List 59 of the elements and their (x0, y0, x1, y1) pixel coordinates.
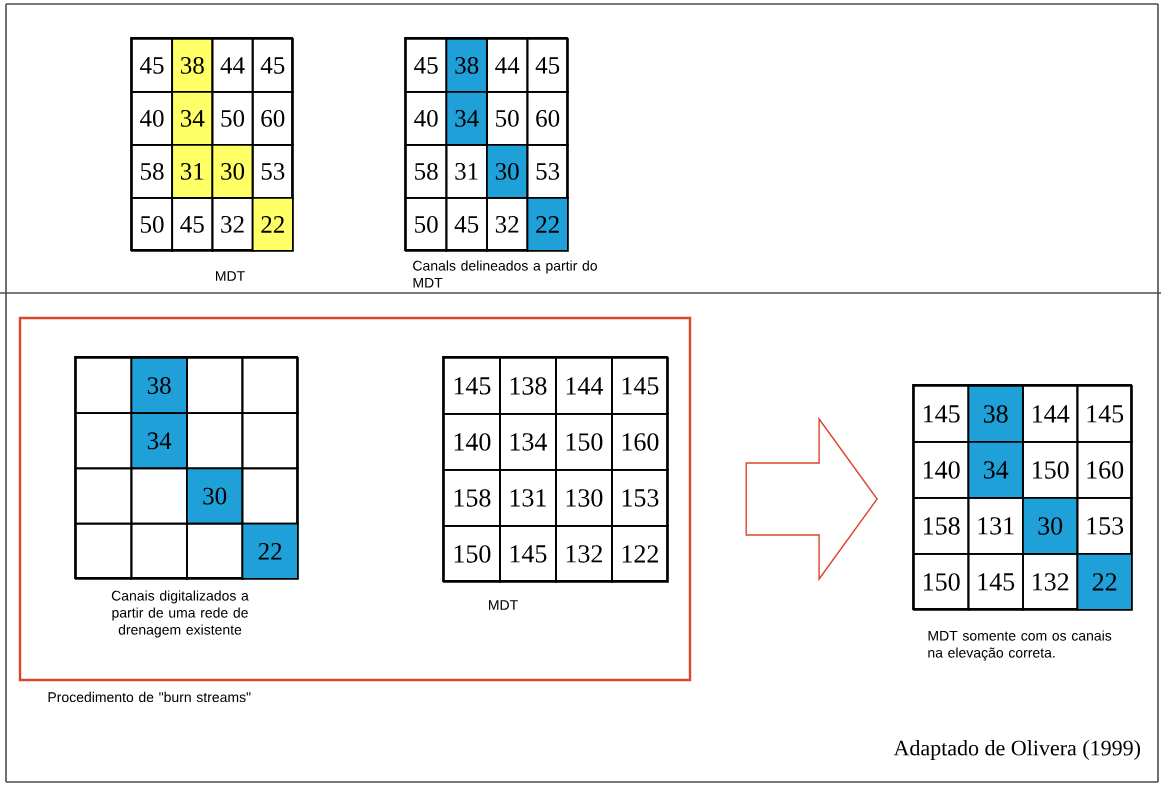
grid-cell: 22 (1076, 553, 1133, 611)
grid-cell: 22 (526, 197, 569, 252)
node-label: Procedimento de "burn streams" (48, 691, 251, 703)
grid-cell: 38 (171, 38, 214, 93)
grid-cell: 158 (913, 497, 970, 555)
grid-cell: 45 (526, 38, 569, 93)
grid-cell: 34 (967, 441, 1024, 499)
grid-cell: 145 (443, 357, 501, 415)
grid-cell: 45 (171, 197, 214, 252)
grid-cell: 34 (130, 412, 188, 470)
grid-cell: 150 (913, 553, 970, 611)
grid-cell: 122 (611, 525, 669, 583)
grid-cell: 30 (1022, 497, 1079, 555)
grid-cell: 134 (499, 413, 557, 471)
grid-cell: 45 (251, 38, 294, 93)
grid-cell: 38 (130, 357, 188, 415)
grid-cell: 150 (443, 525, 501, 583)
grid-cell: 58 (405, 144, 448, 199)
grid-cell: 144 (555, 357, 613, 415)
grid-cell: 30 (186, 467, 244, 525)
node-label: MDT somente com os canais na elevação correta. (928, 630, 1112, 661)
grid-cell: 145 (967, 553, 1024, 611)
node-label: MDT (216, 271, 245, 281)
grid-cell: 34 (445, 91, 488, 146)
grid-cell: 22 (251, 197, 294, 252)
grid-cell: 60 (526, 91, 569, 146)
source-note: Adaptado de Olivera (1999) (893, 740, 1140, 760)
grid-cell: 160 (611, 413, 669, 471)
grid-cell: 145 (1076, 385, 1133, 443)
grid-cell: 38 (445, 38, 488, 93)
grid-cell: 38 (967, 385, 1024, 443)
block-arrow (745, 416, 878, 582)
grid-cell: 131 (499, 469, 557, 527)
grid-cell: 150 (555, 413, 613, 471)
node-label: Canais digitalizados a partir de uma rede de drenagem existente (111, 590, 249, 638)
grid-cell: 44 (211, 38, 254, 93)
grid-cell: 144 (1022, 385, 1079, 443)
grid-cell: 132 (555, 525, 613, 583)
grid-cell: 60 (251, 91, 294, 146)
grid-cell: 140 (443, 413, 501, 471)
node-label: MDT (489, 600, 518, 610)
grid-cell: 130 (555, 469, 613, 527)
grid-cell: 158 (443, 469, 501, 527)
grid-cell: 145 (499, 525, 557, 583)
grid-cell: 31 (171, 144, 214, 199)
grid-cell: 160 (1076, 441, 1133, 499)
node-label: Canals delineados a partir do MDT (413, 260, 597, 288)
frame-box (18, 316, 692, 682)
grid-cell: 50 (405, 197, 448, 252)
grid-cell: 50 (131, 197, 174, 252)
grid-cell: 30 (211, 144, 254, 199)
grid-cell: 34 (171, 91, 214, 146)
grid-cell: 45 (445, 197, 488, 252)
grid-cell: 145 (611, 357, 669, 415)
grid-cell: 30 (486, 144, 529, 199)
grid-cell: 138 (499, 357, 557, 415)
grid-cell: 153 (611, 469, 669, 527)
grid-cell: 22 (241, 522, 299, 580)
grid-cell: 44 (486, 38, 529, 93)
